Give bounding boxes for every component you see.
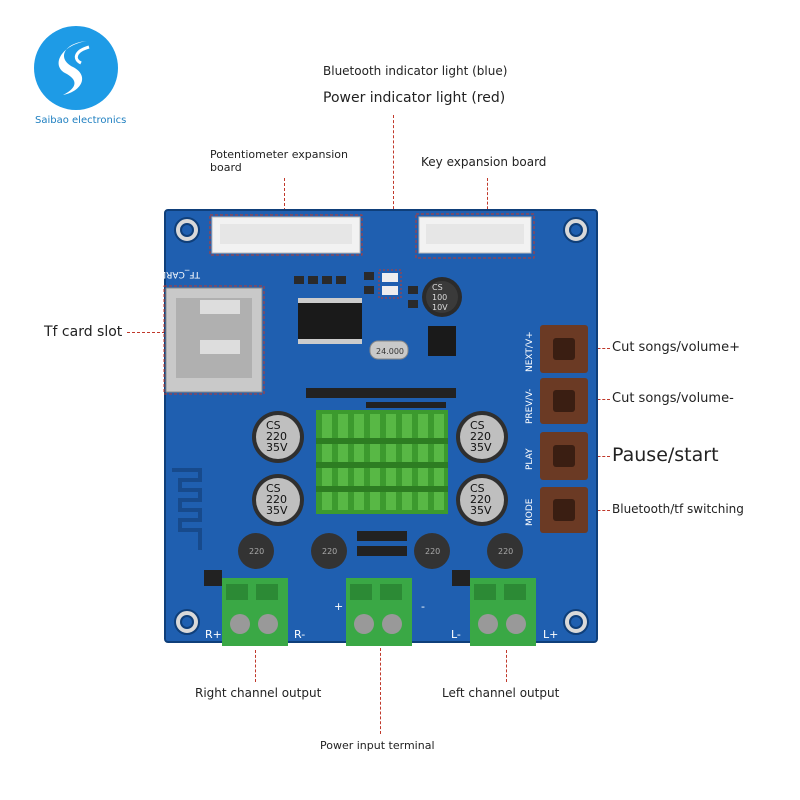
brand-logo (33, 25, 119, 111)
big-cap-label: 220 (266, 493, 287, 506)
power-light-label: Power indicator light (red) (323, 90, 506, 106)
key-connector (415, 213, 535, 259)
small-capacitor: CS 100 10V (422, 277, 462, 317)
inductor-label: 220 (249, 547, 264, 556)
leader-line-prev (588, 399, 610, 400)
silk-minus-label: - (421, 600, 425, 613)
pause-start-label: Pause/start (612, 444, 719, 466)
pot-expansion-label: Potentiometer expansion board (210, 148, 348, 174)
inductor-label: 220 (498, 547, 513, 556)
small-cap-label: 10V (432, 303, 448, 312)
big-cap-label: CS (266, 419, 281, 432)
big-cap-label: 220 (470, 493, 491, 506)
silk-play-label: PLAY (525, 448, 535, 470)
key-expansion-label: Key expansion board (421, 155, 547, 169)
leader-line-play (588, 456, 610, 457)
leader-line-left (506, 650, 507, 682)
silk-mode-label: MODE (525, 498, 535, 526)
right-output-label: Right channel output (195, 686, 322, 700)
regulator (428, 326, 456, 356)
big-cap-label: 35V (470, 441, 492, 454)
logo-emblem (34, 26, 118, 110)
power-input-terminal (346, 578, 412, 646)
silk-l-minus-label: L- (451, 628, 461, 641)
silk-l-plus-label: L+ (543, 628, 558, 641)
silk-plus-label: + (334, 600, 343, 613)
crystal (369, 340, 409, 360)
big-cap-label: 220 (266, 430, 287, 443)
leader-line-mode (588, 510, 610, 511)
leader-line-next (588, 348, 610, 349)
main-chip (298, 303, 362, 339)
silk-r-minus-label: R- (294, 628, 305, 641)
left-output-terminal (470, 578, 536, 646)
tf-card-slot (163, 285, 265, 395)
big-cap-label: 35V (266, 504, 288, 517)
silk-prev-label: PREV/V- (525, 389, 535, 424)
big-cap-label: 35V (470, 504, 492, 517)
leader-line-key (487, 178, 488, 214)
big-cap-label: CS (266, 482, 281, 495)
big-cap-label: CS (470, 482, 485, 495)
leader-line-right (255, 650, 256, 682)
power-input-label: Power input terminal (320, 739, 435, 752)
bt-tf-switch-label: Bluetooth/tf switching (612, 502, 744, 516)
cut-volume-up-label: Cut songs/volume+ (612, 340, 740, 355)
heatsink (316, 410, 448, 514)
cut-volume-down-label: Cut songs/volume- (612, 391, 734, 406)
leader-line-tf (127, 332, 165, 333)
pot-connector (209, 214, 363, 256)
silk-r-plus-label: R+ (205, 628, 222, 641)
leader-line-power-input (380, 648, 381, 734)
inductors (238, 533, 523, 569)
left-output-label: Left channel output (442, 686, 560, 700)
brand-name: Saibao electronics (35, 115, 127, 126)
big-cap-label: 35V (266, 441, 288, 454)
silk-tf-label: TF_CARD (159, 269, 201, 279)
crystal-label: 24.000 (376, 347, 404, 356)
big-cap-label: CS (470, 419, 485, 432)
inductor-label: 220 (425, 547, 440, 556)
small-cap-label: 100 (432, 293, 447, 302)
indicator-leds (378, 269, 402, 299)
small-cap-label: CS (432, 283, 443, 292)
big-cap-label: 220 (470, 430, 491, 443)
bluetooth-light-label: Bluetooth indicator light (blue) (323, 64, 508, 78)
push-buttons (540, 325, 588, 533)
tf-card-slot-label: Tf card slot (44, 324, 123, 340)
inductor-label: 220 (322, 547, 337, 556)
silk-next-label: NEXT/V+ (525, 331, 535, 372)
leader-line-power-light (393, 115, 394, 275)
leader-line-pot (284, 178, 285, 216)
big-capacitors (252, 411, 508, 526)
mounting-holes (174, 217, 589, 635)
right-output-terminal (222, 578, 288, 646)
